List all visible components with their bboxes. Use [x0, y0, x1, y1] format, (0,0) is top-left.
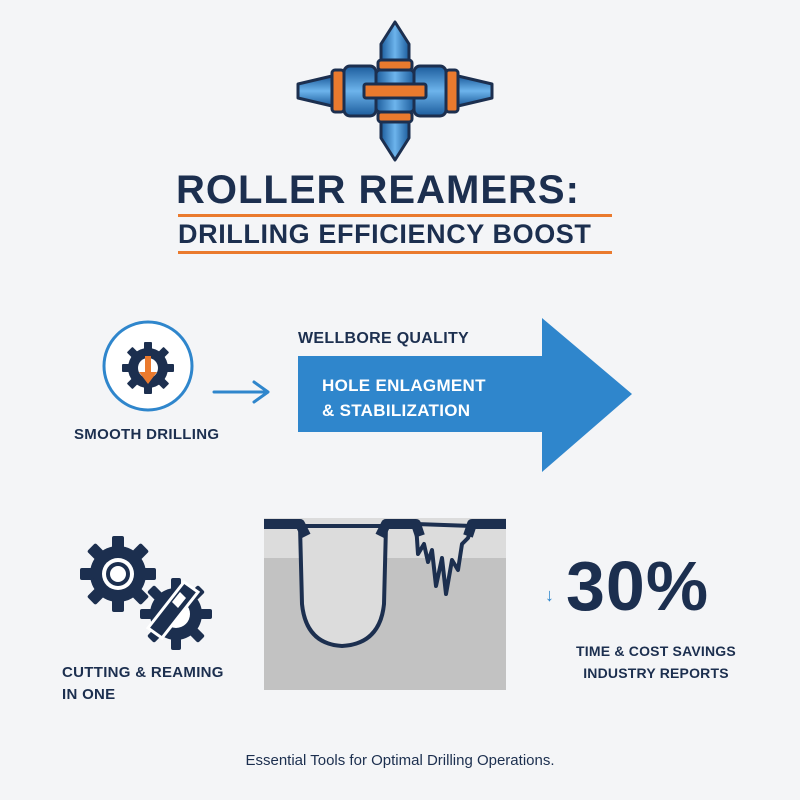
page-subtitle: DRILLING EFFICIENCY BOOST: [178, 219, 592, 249]
cutting-reaming-label: CUTTING & REAMING IN ONE: [62, 662, 224, 706]
wellbore-description: HOLE ENLAGMENT & STABILIZATION: [322, 373, 486, 423]
savings-line-1: TIME & COST SAVINGS: [576, 643, 736, 659]
savings-line-2: INDUSTRY REPORTS: [583, 665, 729, 681]
footer-text: Essential Tools for Optimal Drilling Ope…: [245, 752, 555, 769]
down-arrow-icon: ↓: [545, 585, 554, 605]
title-divider: [178, 214, 612, 217]
roller-reamer-icon: [296, 20, 494, 162]
wellbore-line-1: HOLE ENLAGMENT: [322, 376, 486, 395]
cutting-line-1: CUTTING & REAMING: [62, 664, 224, 681]
cutting-line-2: IN ONE: [62, 686, 116, 703]
savings-percentage: 30%: [566, 547, 710, 625]
gears-icon: [80, 536, 212, 650]
savings-caption: TIME & COST SAVINGS INDUSTRY REPORTS: [556, 640, 756, 684]
wellbore-line-2: & STABILIZATION: [322, 401, 471, 420]
connector-arrow-icon: [212, 380, 270, 404]
wellbore-quality-label: WELLBORE QUALITY: [298, 330, 470, 347]
page-title: ROLLER REAMERS:: [176, 168, 580, 212]
gear-arrow-icon: [102, 320, 194, 412]
subtitle-divider: [178, 251, 612, 254]
wellbore-profile-graphic: [264, 518, 506, 690]
big-arrow-shape: [298, 318, 632, 472]
smooth-drilling-label: SMOOTH DRILLING: [74, 426, 220, 443]
